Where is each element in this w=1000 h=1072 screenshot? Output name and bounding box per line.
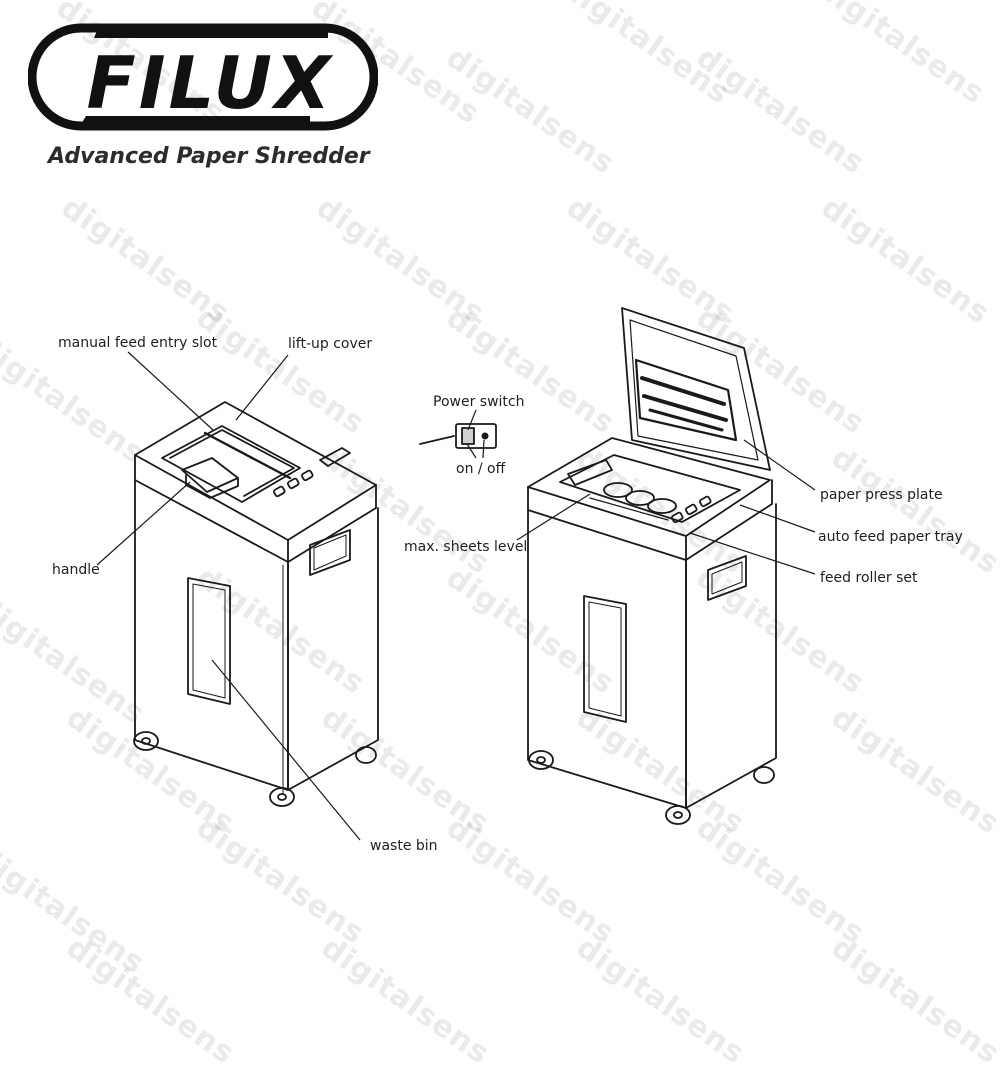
- label-handle: handle: [52, 562, 100, 578]
- shredder-illustration: [96, 307, 816, 841]
- label-manual-feed: manual feed entry slot: [58, 335, 218, 351]
- label-waste-bin: waste bin: [370, 838, 438, 854]
- label-power-switch: Power switch: [433, 394, 525, 410]
- label-paper-press-plate: paper press plate: [820, 487, 943, 503]
- label-auto-feed-tray: auto feed paper tray: [818, 529, 963, 545]
- label-on-off: on / off: [456, 461, 506, 477]
- right-shredder: [527, 307, 777, 825]
- leader-lines: [96, 351, 816, 841]
- power-switch-detail: [419, 423, 497, 449]
- label-lift-up-cover: lift-up cover: [288, 336, 373, 352]
- brand-name: FILUX: [87, 41, 334, 125]
- label-max-sheets: max. sheets level: [404, 539, 528, 555]
- left-shredder: [133, 401, 379, 807]
- filux-logo: FILUX: [28, 23, 378, 131]
- tagline: Advanced Paper Shredder: [48, 144, 370, 169]
- label-feed-roller-set: feed roller set: [820, 570, 918, 586]
